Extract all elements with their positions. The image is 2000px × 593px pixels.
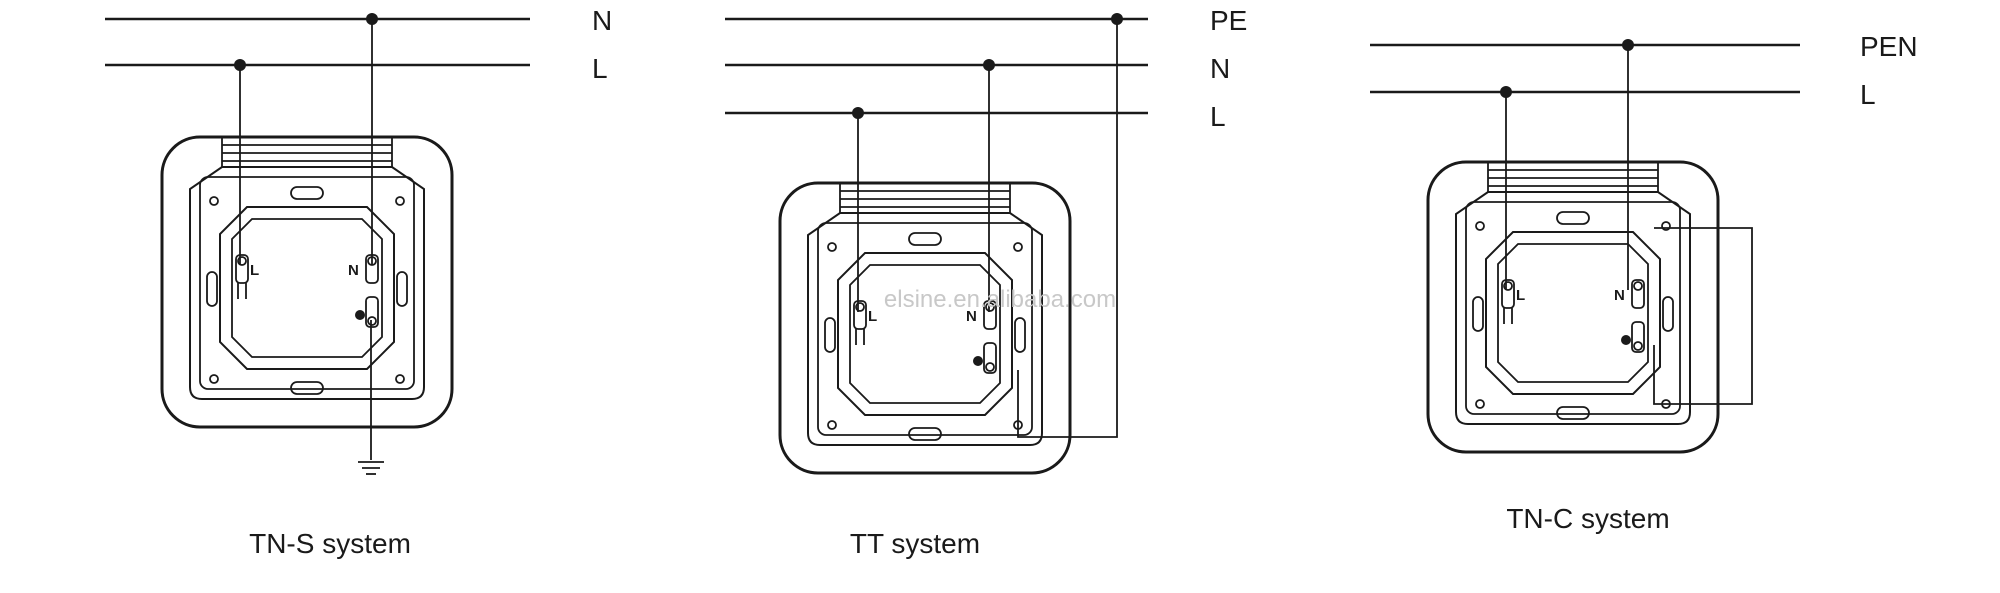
ground-icon [357,461,385,475]
tn-c-caption: TN-C system [1506,503,1669,534]
watermark: elsine.en.alibaba.com [884,286,1116,313]
tn-c-terminal-n-label: N [1614,287,1625,304]
tn-s-socket: L N [160,135,454,429]
tn-s-diagram: N L L N TN-S system [105,5,612,559]
tt-socket: L N [778,181,1072,475]
tn-c-pen-bridge [1653,227,1753,405]
tt-diagram: PE N L L N TT system [725,5,1247,559]
tt-pe-label: PE [1210,5,1247,36]
tt-pe-drop [1017,19,1118,438]
tn-s-terminal-l-label: L [250,262,259,279]
tn-c-pen-label: PEN [1860,31,1918,62]
tn-s-l-label: L [592,53,608,84]
tn-c-terminal-l-label: L [1516,287,1525,304]
tt-terminal-l-label: L [868,308,877,325]
tt-caption: TT system [850,528,980,559]
tn-s-caption: TN-S system [249,528,411,559]
tt-terminal-n-label: N [966,308,977,325]
tn-c-diagram: PEN L L N TN-C system [1370,31,1918,534]
tt-l-label: L [1210,101,1226,132]
tn-c-socket: L N [1426,160,1720,454]
tt-n-label: N [1210,53,1230,84]
tn-s-terminal-n-label: N [348,262,359,279]
tn-c-l-label: L [1860,79,1876,110]
tn-s-n-label: N [592,5,612,36]
